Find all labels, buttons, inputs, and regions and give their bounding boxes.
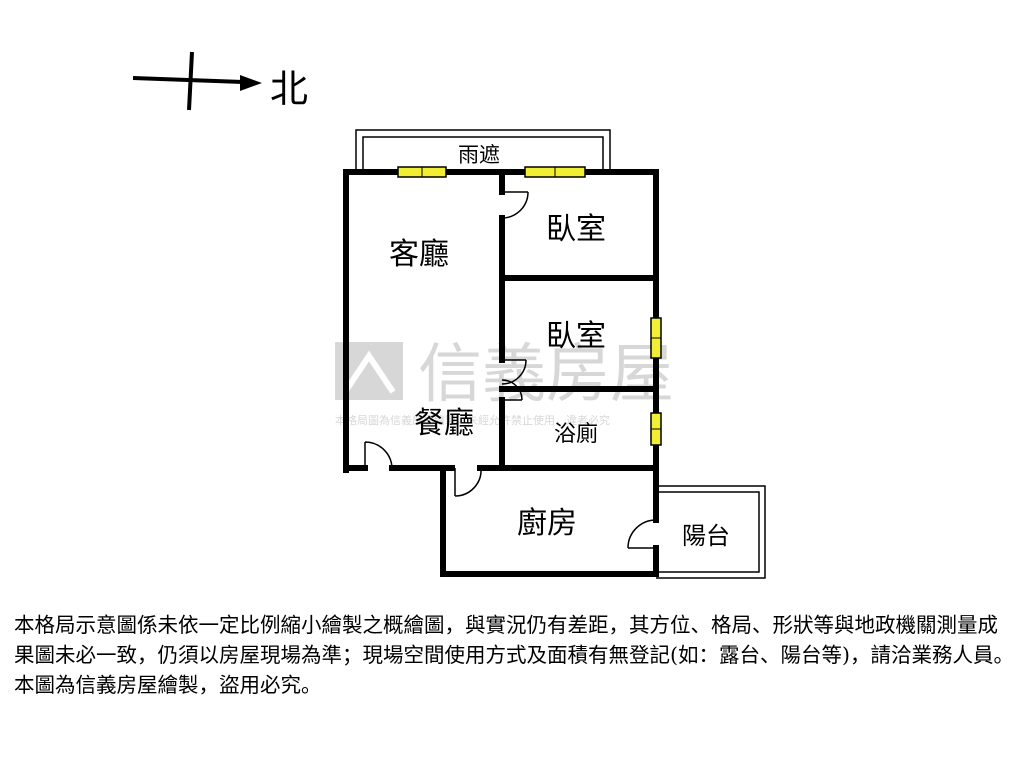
door-balcony	[627, 519, 657, 549]
door-entrance	[364, 441, 393, 469]
floor-plan: 北 雨遮 信義房屋 本格局圖為信義房屋繪製，未經允許禁止使用，違者必究	[132, 51, 766, 579]
watermark: 信義房屋 本格局圖為信義房屋繪製，未經允許禁止使用，違者必究	[335, 338, 674, 427]
windows	[397, 166, 662, 446]
doors	[364, 191, 657, 549]
door-bedroom-2	[501, 359, 527, 385]
room-label-living: 客廳	[389, 237, 449, 272]
balcony-outline	[656, 485, 766, 579]
disclaimer-text: 本格局示意圖係未依一定比例縮小繪製之概繪圖，與實況仍有差距，其方位、格局、形狀等…	[14, 613, 1014, 697]
canopy-label: 雨遮	[458, 143, 500, 167]
room-label-dining: 餐廳	[414, 406, 474, 441]
room-label-kitchen: 廚房	[517, 506, 577, 541]
compass-label: 北	[270, 67, 308, 111]
door-bathroom	[501, 379, 523, 401]
watermark-notice: 本格局圖為信義房屋繪製，未經允許禁止使用，違者必究	[335, 413, 610, 427]
canopy-outline	[355, 129, 611, 172]
watermark-brand: 信義房屋	[418, 338, 674, 412]
room-label-bathroom: 浴廁	[554, 422, 598, 447]
room-label-bedroom-1: 臥室	[546, 212, 606, 247]
room-label-balcony: 陽台	[682, 522, 730, 550]
door-bedroom-1	[501, 191, 529, 219]
door-kitchen	[454, 467, 482, 497]
room-label-bedroom-2: 臥室	[546, 319, 606, 354]
north-arrow-icon	[132, 51, 262, 111]
